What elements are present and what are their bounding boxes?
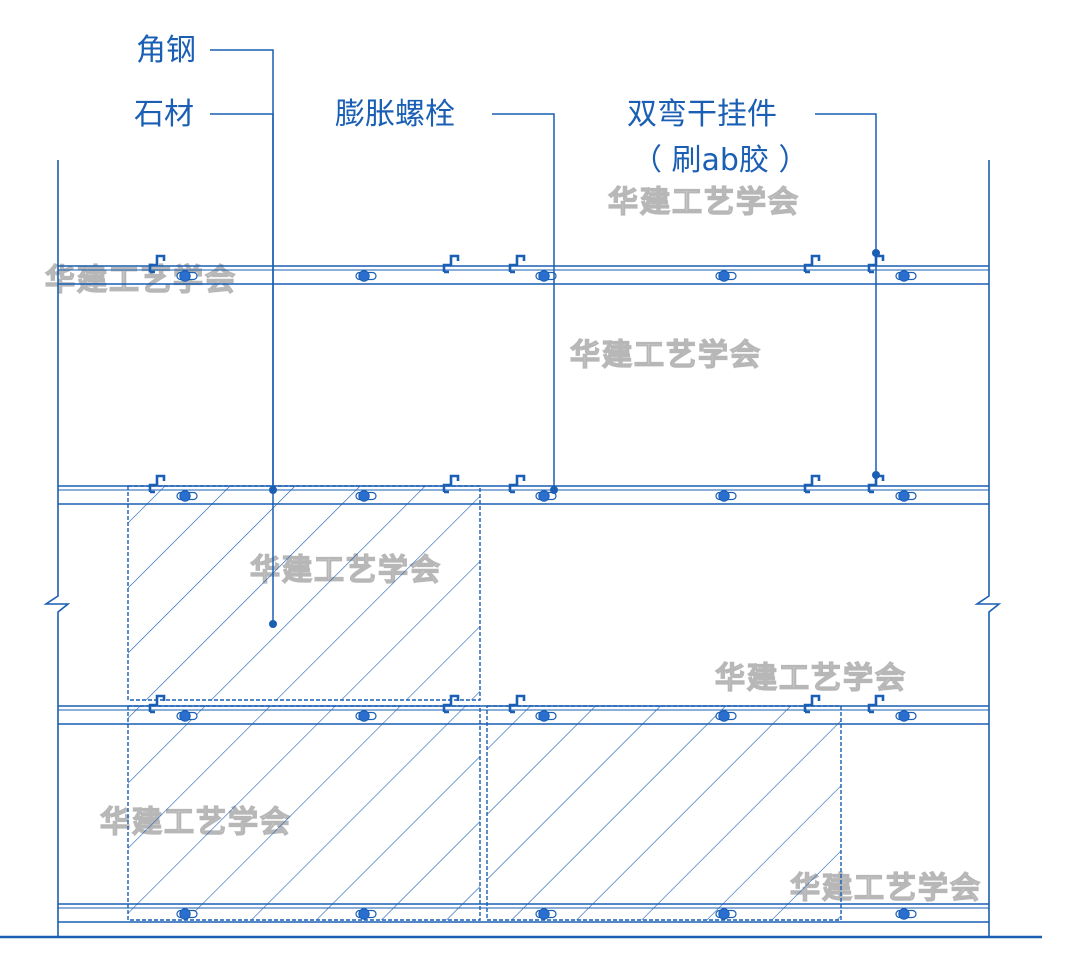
leader-lines xyxy=(210,49,877,624)
stone-panel xyxy=(127,705,481,921)
right-wall-line xyxy=(974,160,1002,936)
stone-panels xyxy=(127,485,842,921)
label-hanger-line1: 双弯干挂件 xyxy=(627,97,777,132)
double-bend-hanger-icon xyxy=(867,694,885,714)
double-bend-hangers xyxy=(148,254,885,714)
watermark-text: 华建工艺学会 xyxy=(608,185,800,220)
double-bend-hanger-icon xyxy=(803,254,821,274)
callout-labels: 角钢 石材 膨胀螺栓 双弯干挂件 （ 刷ab胶 ） xyxy=(134,33,809,178)
double-bend-hanger-icon xyxy=(508,474,526,494)
leader-dot xyxy=(269,486,277,494)
expansion-bolt-icon xyxy=(179,270,191,282)
double-bend-hanger-icon xyxy=(148,254,166,274)
double-bend-hanger-icon xyxy=(508,254,526,274)
double-bend-hanger-icon xyxy=(803,694,821,714)
leader-dot xyxy=(872,249,880,257)
watermark-text: 华建工艺学会 xyxy=(570,338,762,373)
label-angle-steel: 角钢 xyxy=(136,33,196,68)
stone-panel xyxy=(486,705,842,921)
expansion-bolt-icon xyxy=(358,490,370,502)
expansion-bolt-icon xyxy=(898,908,910,920)
expansion-bolt-icon xyxy=(718,908,730,920)
double-bend-hanger-icon xyxy=(867,474,885,494)
expansion-bolt-icon xyxy=(898,710,910,722)
expansion-bolt-icon xyxy=(358,270,370,282)
expansion-bolt-icon xyxy=(898,270,910,282)
leader-dot xyxy=(550,486,558,494)
watermark-text: 华建工艺学会 xyxy=(45,263,237,298)
leader-dots xyxy=(269,249,880,628)
leader-expansion-bolt xyxy=(492,113,555,490)
label-stone: 石材 xyxy=(134,97,194,132)
leader-dot xyxy=(872,471,880,479)
double-bend-hanger-icon xyxy=(442,254,460,274)
leader-hanger xyxy=(815,113,877,475)
expansion-bolt-icon xyxy=(538,710,550,722)
double-bend-hanger-icon xyxy=(508,694,526,714)
expansion-bolt-icon xyxy=(179,908,191,920)
expansion-bolt-icon xyxy=(718,490,730,502)
expansion-bolt-icon xyxy=(718,270,730,282)
expansion-bolt-icon xyxy=(358,710,370,722)
expansion-bolt-icon xyxy=(898,490,910,502)
double-bend-hanger-icon xyxy=(442,474,460,494)
expansion-bolt-icon xyxy=(358,908,370,920)
expansion-bolt-icon xyxy=(538,270,550,282)
wall-frame xyxy=(0,160,1042,939)
double-bend-hanger-icon xyxy=(148,474,166,494)
double-bend-hanger-icon xyxy=(148,694,166,714)
expansion-bolt-icon xyxy=(718,710,730,722)
leader-stone xyxy=(210,113,274,624)
expansion-bolt-icon xyxy=(538,490,550,502)
angle-steel-rails xyxy=(58,265,989,923)
leader-dot xyxy=(269,620,277,628)
left-wall-line xyxy=(43,160,71,936)
expansion-bolts xyxy=(176,270,917,920)
expansion-bolt-icon xyxy=(179,490,191,502)
stone-panel xyxy=(127,485,481,701)
label-expansion-bolt: 膨胀螺栓 xyxy=(335,97,455,132)
watermark-text: 华建工艺学会 xyxy=(715,661,907,696)
expansion-bolt-icon xyxy=(538,908,550,920)
expansion-bolt-icon xyxy=(179,710,191,722)
double-bend-hanger-icon xyxy=(442,694,460,714)
double-bend-hanger-icon xyxy=(803,474,821,494)
label-hanger-line2: （ 刷ab胶 ） xyxy=(632,143,809,178)
